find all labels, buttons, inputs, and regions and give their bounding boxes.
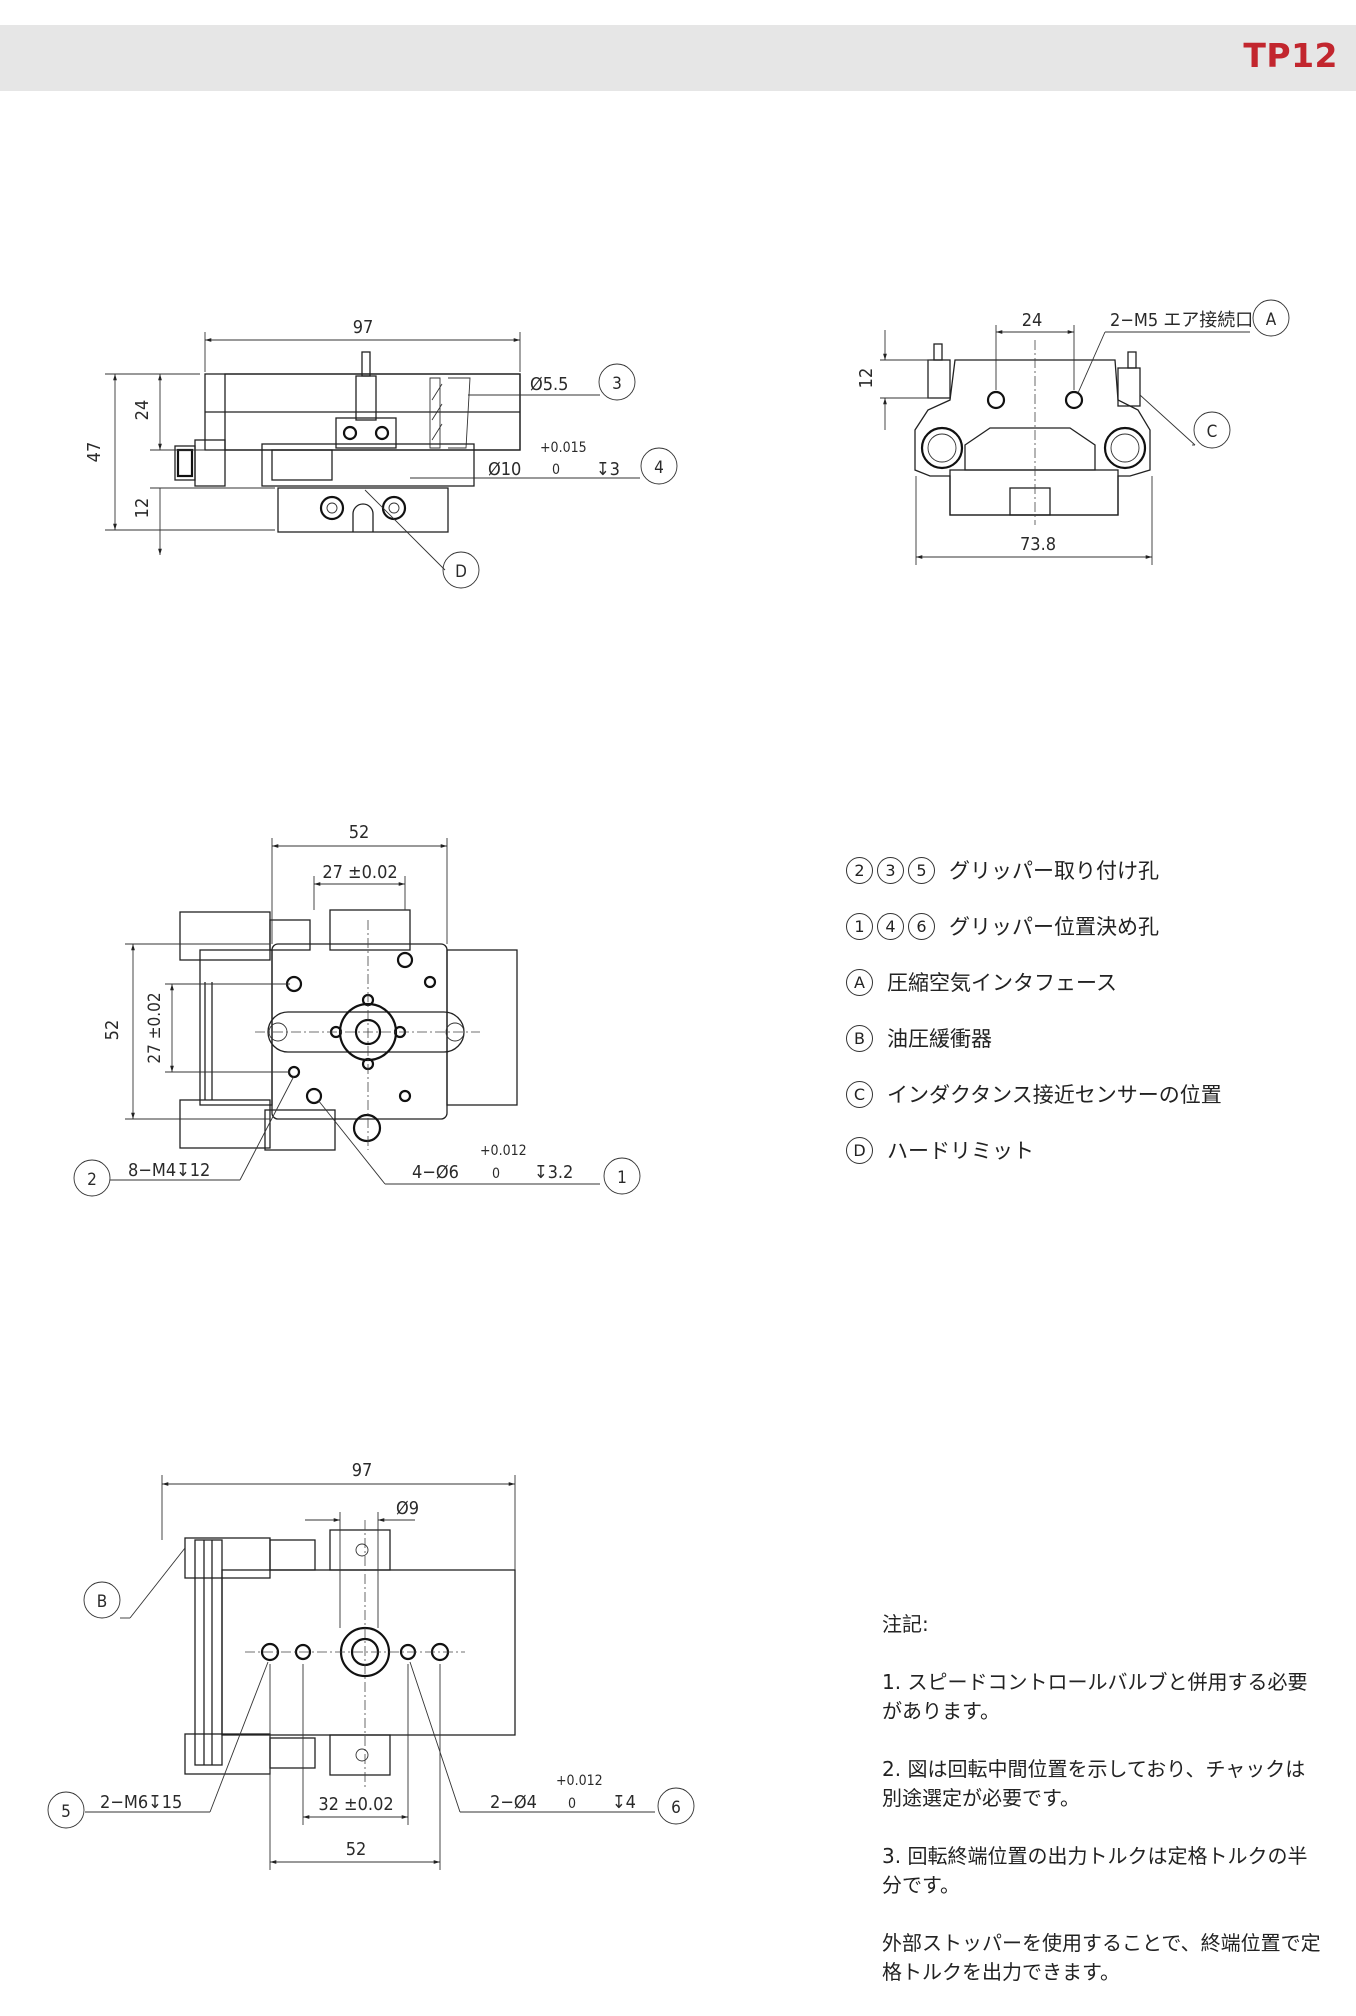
legend-item: C インダクタンス接近センサーの位置 [846,1066,1306,1122]
front-port-label: 2−M5 エア接続口 [1110,310,1253,331]
top-hole1-label: 4−Ø6 [412,1162,459,1183]
top-depth1: ↧3.2 [534,1162,573,1183]
legend-text: グリッパー取り付け孔 [949,859,1159,883]
notes: 注記: 1. スピードコントロールバルブと併用する必要があります。 2. 図は回… [882,1610,1322,2016]
side-marker-4: 4 [654,458,664,478]
legend-item: B 油圧緩衝器 [846,1010,1306,1066]
bottom-marker-6: 6 [671,1798,681,1818]
bottom-depth6: ↧4 [612,1792,636,1813]
side-marker-3: 3 [612,374,622,394]
side-depth4: ↧3 [596,459,620,480]
bottom-tap5-label: 2−M6↧15 [100,1792,182,1813]
side-dim-lower: 12 [132,498,153,519]
legend-text: インダクタンス接近センサーの位置 [887,1083,1222,1107]
note-item: 外部ストッパーを使用することで、終端位置で定格トルクを出力できます。 [882,1931,1321,1984]
top-view-drawing: 52 27 ±0.02 52 27 ±0.02 8−M4↧12 2 4−Ø6 +… [73,822,641,1197]
bottom-marker-B: B [97,1592,108,1612]
bottom-view-drawing: 97 Ø9 32 ±0.02 52 B 2−M6↧15 5 2−Ø4 +0.01… [47,1460,695,1870]
side-dim-upper: 24 [132,400,153,421]
side-hole3-label: Ø5.5 [530,374,569,395]
legend-text: 油圧緩衝器 [887,1027,992,1051]
top-dim-pitch: 27 ±0.02 [322,862,397,883]
legend: 2 3 5 グリッパー取り付け孔 1 4 6 グリッパー位置決め孔 A 圧縮空気… [846,842,1306,1178]
legend-marker: 4 [877,912,904,940]
bottom-tol-upper: +0.012 [556,1773,603,1789]
page-title: TP12 [1243,36,1338,75]
side-view-drawing: 97 47 24 12 Ø5.5 3 Ø10 +0.015 0 ↧3 4 D [84,317,678,589]
legend-marker: B [846,1024,873,1052]
legend-marker: C [846,1080,873,1108]
bottom-marker-5: 5 [61,1802,71,1822]
front-dim-width: 73.8 [1020,534,1056,555]
front-marker-C: C [1207,422,1218,442]
side-dim-height: 47 [84,442,105,463]
legend-marker: 1 [846,912,873,940]
bottom-dim-outer: 52 [346,1839,367,1860]
legend-marker: 6 [908,912,935,940]
top-marker-1: 1 [617,1168,627,1188]
header-bar [0,25,1356,91]
side-bore4-label: Ø10 [488,459,521,480]
legend-marker: 3 [877,856,904,884]
front-dim-spacing: 24 [1022,310,1043,331]
bottom-dim-pitch: 32 ±0.02 [318,1794,393,1815]
legend-marker: D [846,1136,873,1164]
bottom-tol-lower: 0 [568,1796,576,1812]
top-dim-height: 52 [102,1020,123,1041]
side-tol-upper: +0.015 [540,440,587,456]
top-dim-pitch-v: 27 ±0.02 [145,992,165,1063]
note-item: 2. 図は回転中間位置を示しており、チャックは別途選定が必要です。 [882,1757,1306,1810]
legend-item: A 圧縮空気インタフェース [846,954,1306,1010]
notes-title: 注記: [882,1612,929,1636]
legend-text: ハードリミット [887,1139,1034,1163]
legend-text: グリッパー位置決め孔 [949,915,1159,939]
legend-text: 圧縮空気インタフェース [887,971,1117,995]
front-marker-A: A [1266,310,1277,330]
technical-drawing: 97 47 24 12 Ø5.5 3 Ø10 +0.015 0 ↧3 4 D [47,299,1290,1870]
legend-item: 2 3 5 グリッパー取り付け孔 [846,842,1306,898]
top-dim-width: 52 [349,822,370,843]
side-dim-width: 97 [353,317,374,338]
top-tol-lower: 0 [492,1166,500,1182]
legend-marker: A [846,968,873,996]
legend-marker: 5 [908,856,935,884]
legend-item: D ハードリミット [846,1122,1306,1178]
legend-item: 1 4 6 グリッパー位置決め孔 [846,898,1306,954]
front-dim-height: 12 [856,368,877,389]
top-tap2-label: 8−M4↧12 [128,1160,210,1181]
note-item: 1. スピードコントロールバルブと併用する必要があります。 [882,1670,1308,1723]
side-tol-lower: 0 [552,462,560,478]
top-tol-upper: +0.012 [480,1143,527,1159]
front-view-drawing: 24 2−M5 エア接続口 A 12 C 73.8 [856,299,1290,565]
bottom-dim-width: 97 [352,1460,373,1481]
note-item: 3. 回転終端位置の出力トルクは定格トルクの半分です。 [882,1844,1308,1897]
top-marker-2: 2 [87,1170,97,1190]
bottom-bore-label: Ø9 [396,1498,419,1519]
legend-marker: 2 [846,856,873,884]
side-marker-D: D [455,562,467,582]
bottom-hole6-label: 2−Ø4 [490,1792,537,1813]
